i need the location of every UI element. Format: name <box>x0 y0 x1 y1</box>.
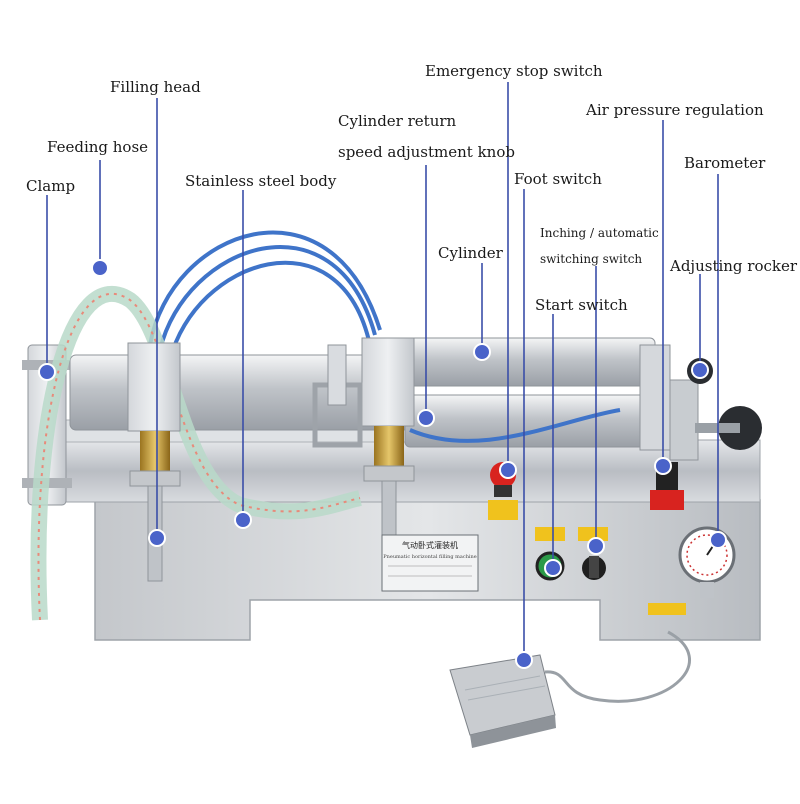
label-start-switch: Start switch <box>535 296 628 314</box>
nameplate: 气动卧式灌装机 Pneumatic horizontal filling mac… <box>381 534 479 592</box>
foot-switch-cable <box>544 630 691 703</box>
label-air-pressure-regulation: Air pressure regulation <box>586 101 764 119</box>
label-barometer: Barometer <box>684 154 766 172</box>
label-stainless-steel-body: Stainless steel body <box>185 172 337 190</box>
pointer-lines <box>46 82 719 660</box>
pointer-dots <box>38 259 727 669</box>
label-cylinder: Cylinder <box>438 244 503 262</box>
label-emergency-stop-switch: Emergency stop switch <box>425 62 603 80</box>
label-speed-adjustment-knob: speed adjustment knob <box>338 143 515 161</box>
nameplate-subtitle: Pneumatic horizontal filling machine <box>383 554 476 560</box>
label-switching-switch: switching switch <box>540 252 643 266</box>
label-filling-head: Filling head <box>110 78 201 96</box>
nameplate-title: 气动卧式灌装机 <box>402 540 458 550</box>
label-feeding-hose: Feeding hose <box>47 138 149 156</box>
cylinder-group <box>404 337 699 461</box>
label-adjusting-rocker: Adjusting rocker <box>670 257 798 275</box>
label-clamp: Clamp <box>26 177 76 195</box>
label-inching-automatic: Inching / automatic <box>540 226 659 240</box>
control-panel <box>488 462 686 615</box>
filling-head-left <box>127 342 181 582</box>
feeding-hose <box>30 285 362 621</box>
label-cylinder-return: Cylinder return <box>338 112 457 130</box>
foot-switch-pedal <box>449 654 556 748</box>
label-foot-switch: Foot switch <box>514 170 602 188</box>
